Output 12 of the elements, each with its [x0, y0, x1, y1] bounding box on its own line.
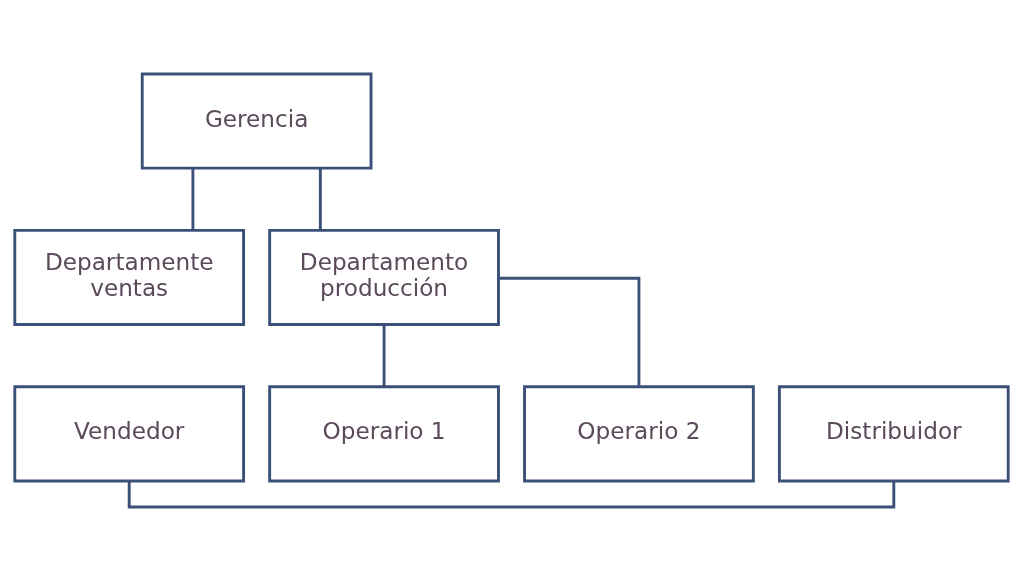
node-box: Distribuidor [777, 384, 1010, 482]
node-box: Departamento producción [267, 228, 500, 326]
connector [190, 167, 194, 230]
node-box: Gerencia [140, 72, 372, 170]
node-box: Vendedor [12, 384, 245, 482]
connector [318, 167, 322, 230]
connector [127, 480, 895, 508]
node-box: Operario 1 [267, 384, 500, 482]
node-box: Departamente ventas [12, 228, 245, 326]
node-box: Operario 2 [522, 384, 755, 482]
connector [382, 324, 385, 387]
connector [498, 276, 640, 387]
